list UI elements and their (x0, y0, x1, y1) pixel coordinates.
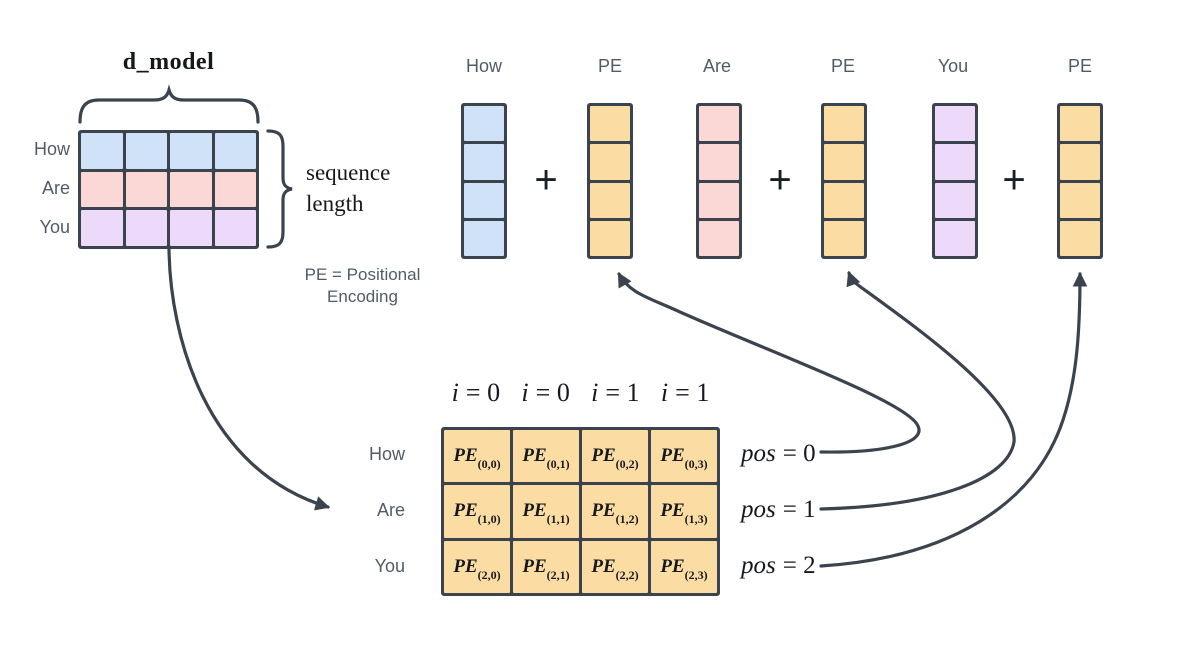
pe-table-cell: PE(2,2) (582, 540, 648, 593)
vector-cell (935, 144, 975, 180)
vector-label-pe-3: PE (1067, 56, 1092, 76)
table-row-label-how: How (368, 444, 405, 464)
pos1-to-pe-vector-arrow (819, 270, 1016, 511)
matrix-cell (125, 210, 167, 246)
vector-cell (824, 182, 864, 218)
pe-vector-2 (821, 103, 867, 259)
i-header-1: i= 0 (521, 378, 570, 407)
matrix-cell (125, 171, 167, 208)
vector-cell (590, 220, 630, 256)
matrix-cell (81, 171, 123, 208)
pe-table-cell: PE(1,1) (513, 485, 579, 538)
plus-operator-2: + (768, 158, 792, 202)
plus-operator-3: + (1002, 158, 1026, 202)
pe-table-cell: PE(2,0) (444, 540, 510, 593)
pe-table-cell: PE(0,2) (582, 430, 648, 483)
pe-definition-note: PE = Positional Encoding (304, 265, 421, 306)
vector-cell (590, 182, 630, 218)
pos-label-0: pos= 0 (741, 440, 816, 467)
table-row-label-are: Are (376, 500, 405, 520)
vector-cell (935, 220, 975, 256)
vector-cell (590, 144, 630, 180)
vector-cell (590, 106, 630, 142)
vector-label-you: You (937, 56, 969, 76)
word-vector-you (932, 103, 978, 259)
matrix-cell (170, 210, 212, 246)
word-vector-are (696, 103, 742, 259)
word-vector-how (461, 103, 507, 259)
i-index-header-row: i= 0 i= 0 i= 1 i= 1 (441, 378, 720, 410)
pe-table-cell: PE(1,2) (582, 485, 648, 538)
matrix-row-label-how: How (33, 139, 70, 159)
d-model-brace-icon (78, 84, 260, 124)
vector-label-pe-2: PE (830, 56, 855, 76)
vector-label-how: How (465, 56, 502, 76)
matrix-cell (81, 210, 123, 246)
pe-vector-3 (1057, 103, 1103, 259)
pos0-to-pe-vector-arrow (617, 272, 921, 454)
pos-label-1: pos= 1 (741, 496, 816, 523)
vector-cell (464, 220, 504, 256)
pos2-to-pe-vector-arrow (819, 271, 1088, 568)
i-header-3: i= 1 (660, 378, 710, 407)
vector-cell (699, 220, 739, 256)
matrix-row-label-are: Are (41, 178, 70, 198)
pe-table-cell: PE(0,1) (513, 430, 579, 483)
sequence-length-label: sequence length (306, 160, 391, 216)
vector-cell (1060, 182, 1100, 218)
matrix-cell (214, 133, 256, 169)
pe-table-cell: PE(0,3) (651, 430, 717, 483)
matrix-cell (170, 133, 212, 169)
matrix-cell (214, 171, 256, 208)
matrix-cell (170, 171, 212, 208)
vector-cell (824, 144, 864, 180)
vector-cell (935, 182, 975, 218)
vector-cell (935, 106, 975, 142)
pe-table-cell: PE(1,0) (444, 485, 510, 538)
pos-label-2: pos= 2 (741, 552, 816, 579)
matrix-cell (214, 210, 256, 246)
pe-table: PE(0,0) PE(0,1) PE(0,2) PE(0,3) PE(1,0) … (441, 427, 720, 596)
vector-cell (699, 144, 739, 180)
vector-label-pe-1: PE (597, 56, 622, 76)
pe-table-cell: PE(2,1) (513, 540, 579, 593)
vector-cell (464, 182, 504, 218)
vector-cell (699, 182, 739, 218)
vector-cell (464, 106, 504, 142)
table-row-label-you: You (374, 556, 405, 576)
pe-table-cell: PE(1,3) (651, 485, 717, 538)
vector-cell (1060, 144, 1100, 180)
d-model-label: d_model (122, 49, 215, 75)
vector-cell (824, 220, 864, 256)
vector-cell (1060, 220, 1100, 256)
pe-table-cell: PE(0,0) (444, 430, 510, 483)
sequence-length-brace-icon (266, 129, 293, 249)
i-header-2: i= 1 (591, 378, 640, 407)
plus-operator-1: + (534, 158, 558, 202)
vector-cell (1060, 106, 1100, 142)
pe-table-cell: PE(2,3) (651, 540, 717, 593)
embedding-matrix (78, 130, 259, 249)
vector-label-are: Are (702, 56, 731, 76)
matrix-cell (81, 133, 123, 169)
matrix-cell (125, 133, 167, 169)
i-header-0: i= 0 (451, 378, 501, 407)
matrix-to-pe-table-arrow (167, 247, 331, 511)
matrix-row-label-you: You (39, 217, 70, 237)
vector-cell (699, 106, 739, 142)
pe-vector-1 (587, 103, 633, 259)
vector-cell (464, 144, 504, 180)
vector-cell (824, 106, 864, 142)
